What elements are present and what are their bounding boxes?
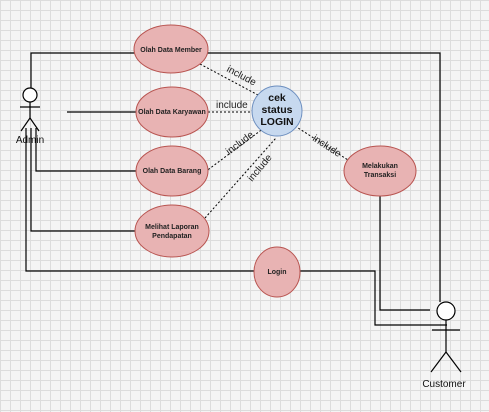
use-case-olah-barang[interactable]: Olah Data Barang (135, 145, 209, 197)
include-lines (199, 63, 349, 219)
cek-status-login-label-2: status (262, 104, 293, 116)
use-case-melihat-laporan[interactable]: Melihat Laporan Pendapatan (134, 204, 210, 258)
include-label-laporan: include (246, 152, 275, 184)
customer-actor[interactable] (430, 301, 462, 373)
use-case-olah-barang-label: Olah Data Barang (143, 168, 202, 175)
admin-actor[interactable] (20, 87, 40, 132)
use-case-olah-member[interactable]: Olah Data Member (133, 24, 209, 74)
use-case-olah-member-label: Olah Data Member (140, 47, 202, 54)
use-case-melakukan-transaksi[interactable]: Melakukan Transaksi (343, 145, 417, 197)
association-lines (25, 52, 447, 326)
admin-head-icon (22, 87, 38, 103)
admin-to-login-line (25, 128, 255, 272)
use-case-melihat-laporan-label-2: Pendapatan (152, 233, 192, 240)
admin-to-customer-top-line (30, 52, 441, 302)
transaksi-to-customer-line (379, 196, 430, 311)
cek-status-login-label-1: cek (268, 92, 286, 104)
use-case-cek-status-login[interactable]: cek status LOGIN (251, 85, 303, 137)
include-label-transaksi: include (310, 133, 343, 160)
use-case-melakukan-transaksi-label-1: Melakukan (362, 163, 398, 170)
include-line-transaksi (294, 125, 349, 161)
use-case-login-label: Login (267, 269, 286, 276)
use-case-olah-karyawan[interactable]: Olah Data Karyawan (135, 86, 209, 138)
include-label-member: include (225, 64, 259, 89)
include-line-member (199, 63, 259, 96)
use-case-melakukan-transaksi-label-2: Transaksi (364, 172, 396, 179)
use-case-melihat-laporan-label-1: Melihat Laporan (145, 224, 199, 231)
include-line-laporan (204, 137, 277, 219)
customer-head-icon (436, 301, 456, 321)
login-to-customer-line (299, 270, 447, 326)
include-label-karyawan: include (216, 100, 248, 111)
use-case-login[interactable]: Login (253, 246, 301, 298)
admin-to-olah-barang-line (35, 128, 136, 172)
customer-label: Customer (422, 379, 466, 390)
admin-to-laporan-line (30, 128, 136, 232)
admin-label: Admin (16, 135, 44, 146)
use-case-olah-karyawan-label: Olah Data Karyawan (138, 109, 206, 116)
include-line-barang (204, 127, 265, 173)
cek-status-login-label-3: LOGIN (260, 116, 293, 128)
include-label-barang: include (224, 129, 256, 157)
